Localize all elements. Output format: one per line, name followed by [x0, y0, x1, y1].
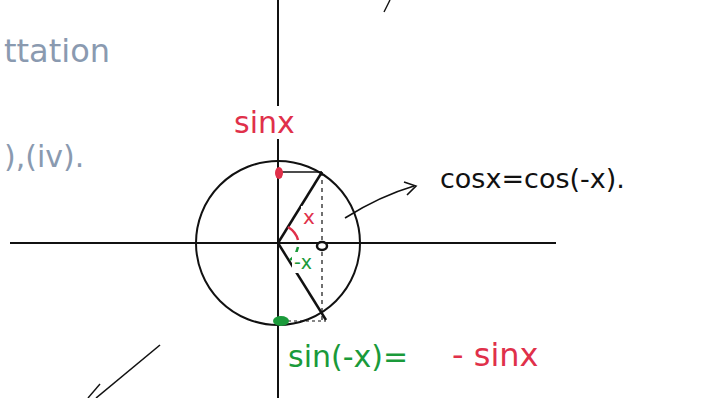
- stray-stroke: [88, 384, 100, 398]
- equation: cosx=cos(-x).: [440, 164, 625, 194]
- horizontal-axis: [10, 242, 556, 244]
- axis-label: sinx: [232, 106, 297, 139]
- negative-sine-point: [273, 316, 289, 326]
- equation: sin(-x)=: [288, 340, 408, 373]
- angle-label: x: [301, 206, 317, 228]
- sine-projection-upper: [280, 171, 322, 173]
- equation: - sinx: [452, 338, 539, 373]
- radius-upper: [278, 172, 322, 243]
- radius-lower: [278, 243, 326, 320]
- sine-point: [275, 167, 283, 179]
- vertical-axis: [277, 0, 279, 398]
- angle-label: -x: [292, 252, 314, 273]
- callout-arrowhead: [404, 182, 416, 195]
- handwritten-note: ttation: [4, 34, 110, 69]
- unit-circle: [196, 161, 360, 325]
- handwritten-note: ),(iv).: [4, 140, 84, 173]
- stray-stroke: [96, 345, 160, 398]
- stray-stroke: [384, 0, 390, 12]
- angle-arc-x: [288, 227, 298, 240]
- callout-arrow: [345, 186, 414, 218]
- cosine-point: [317, 242, 327, 250]
